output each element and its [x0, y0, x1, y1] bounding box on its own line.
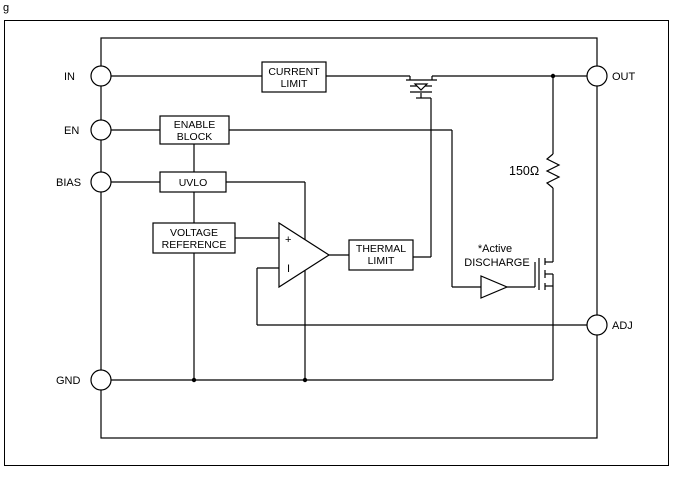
pin-label-en: EN — [64, 125, 79, 137]
pin-label-out: OUT — [612, 71, 636, 83]
pin-adj-circle — [586, 314, 608, 336]
pin-en-circle — [90, 119, 112, 141]
block-rects — [152, 61, 414, 271]
error-amplifier — [278, 221, 331, 289]
discharge-label-line1: *Active — [478, 243, 512, 255]
pin-label-adj: ADJ — [612, 320, 633, 332]
thermal-limit-line2: LIMIT — [368, 255, 395, 267]
voltage-reference-line1: VOLTAGE — [170, 227, 218, 239]
thermal-limit-line1: THERMAL — [356, 243, 406, 255]
pin-label-in: IN — [64, 71, 75, 83]
wires — [111, 75, 587, 381]
pin-label-bias: BIAS — [56, 177, 81, 189]
current-limit-line2: LIMIT — [281, 78, 308, 90]
uvlo-label: UVLO — [179, 177, 208, 189]
chip-outline — [100, 37, 598, 439]
pin-gnd-circle — [90, 369, 112, 391]
voltage-reference-line2: REFERENCE — [162, 239, 227, 251]
junctions — [191, 73, 556, 383]
enable-block-line1: ENABLE — [174, 119, 215, 131]
discharge-label-line2: DISCHARGE — [464, 257, 529, 269]
pin-in-circle — [90, 65, 112, 87]
outer-frame — [4, 20, 669, 466]
resistor-150-ohm — [545, 153, 561, 189]
voltage-reference-box — [152, 222, 236, 254]
pin-bias-circle — [90, 171, 112, 193]
enable-block-line2: BLOCK — [177, 131, 213, 143]
discharge-buffer — [480, 275, 509, 299]
pin-label-gnd: GND — [56, 375, 81, 387]
enable-block-box — [159, 115, 230, 145]
resistor-label: 150Ω — [509, 164, 539, 178]
pin-circles — [90, 65, 608, 391]
pass-fet-symbol — [406, 79, 437, 93]
current-limit-line1: CURRENT — [268, 66, 320, 78]
caption: g — [3, 2, 9, 14]
current-limit-box — [261, 61, 327, 93]
amp-plus-label: + — [285, 234, 291, 246]
amp-minus-label: I — [287, 263, 290, 275]
discharge-fet-symbol — [538, 258, 554, 290]
uvlo-box — [159, 171, 227, 193]
pin-out-circle — [586, 65, 608, 87]
thermal-limit-box — [348, 239, 414, 271]
